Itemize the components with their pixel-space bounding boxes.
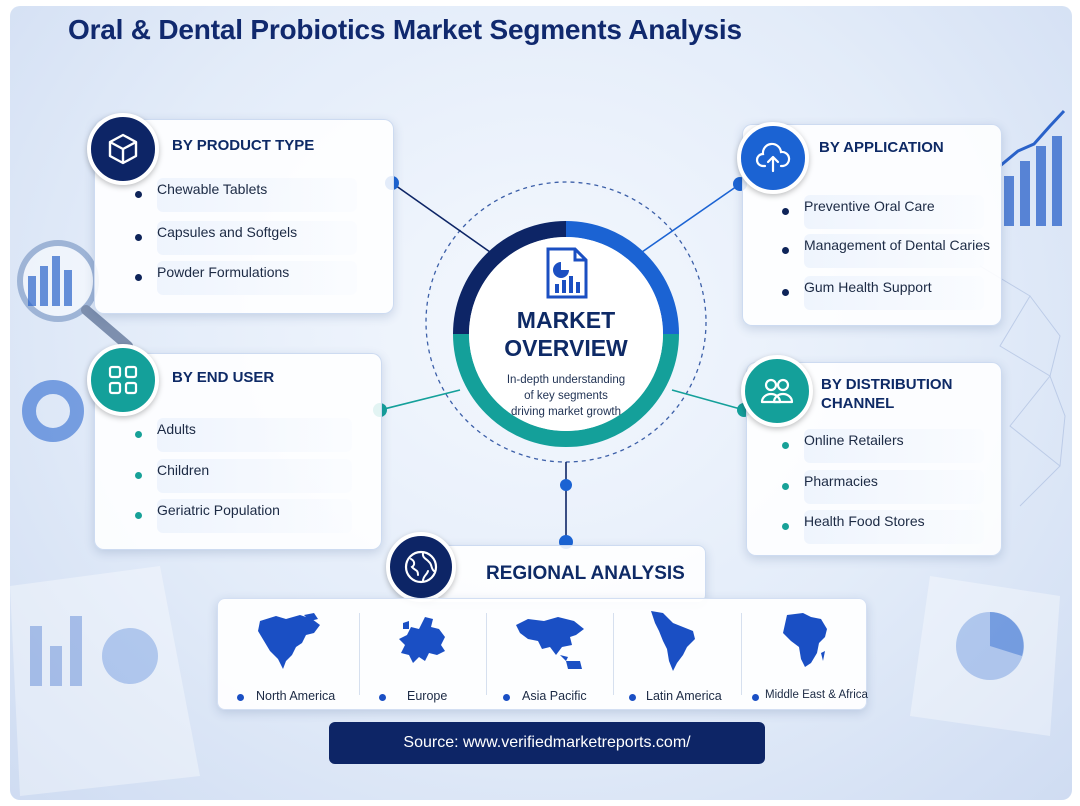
list-item: Gum Health Support: [782, 276, 984, 310]
region-bullet-dot: [503, 694, 510, 701]
distribution-title: BY DISTRIBUTION CHANNEL: [821, 375, 952, 413]
region-bullet-dot: [379, 694, 386, 701]
application-title: BY APPLICATION: [819, 139, 944, 156]
list-item-label: Chewable Tablets: [157, 181, 268, 197]
list-item-label: Management of Dental Caries: [804, 237, 990, 253]
page-title: Oral & Dental Probiotics Market Segments…: [68, 14, 742, 45]
market-overview-desc-line1: In-depth understanding: [506, 374, 626, 386]
market-overview-desc-line3: driving market growth: [511, 406, 621, 418]
regional-panel: North America Europe Asia Pacific: [217, 598, 868, 710]
region-label: Latin America: [646, 689, 722, 703]
decorative-report-icon: [10, 566, 200, 796]
latin-america-map-icon: [651, 611, 695, 671]
list-item: Online Retailers: [782, 429, 984, 463]
grid-icon: [108, 365, 138, 395]
market-overview-title-line1: MARKET: [516, 307, 616, 333]
region-bullet-dot: [629, 694, 636, 701]
region-north-america: North America: [218, 609, 359, 703]
region-asia-pacific: Asia Pacific: [486, 609, 613, 703]
list-item: Health Food Stores: [782, 510, 984, 544]
bullet-dot: [135, 191, 142, 198]
region-europe: Europe: [359, 609, 486, 703]
region-label: Europe: [407, 689, 448, 703]
list-item: Pharmacies: [782, 470, 984, 504]
source-banner: Source: www.verifiedmarketreports.com/: [329, 722, 765, 764]
region-label: Asia Pacific: [522, 689, 587, 703]
region-bullet-dot: [237, 694, 244, 701]
list-item-label: Preventive Oral Care: [804, 198, 935, 214]
region-label: North America: [256, 689, 336, 703]
list-item: Management of Dental Caries: [782, 234, 990, 268]
region-label: Middle East & Africa: [765, 689, 868, 701]
market-overview-title: MARKET OVERVIEW: [471, 306, 661, 362]
market-overview-description: In-depth understanding of key segments d…: [486, 372, 646, 420]
application-badge: [737, 122, 809, 194]
distribution-title-line1: BY DISTRIBUTION: [821, 376, 953, 393]
bullet-dot: [782, 483, 789, 490]
decorative-donut-icon: [22, 380, 84, 442]
list-item: Children: [135, 459, 352, 493]
list-item: Chewable Tablets: [135, 178, 357, 212]
cloud-upload-icon: [755, 142, 791, 173]
distribution-card: BY DISTRIBUTION CHANNEL Online Retailers…: [746, 362, 1002, 556]
bullet-dot: [135, 234, 142, 241]
region-divider: [486, 613, 487, 695]
region-middle-east-africa: Middle East & Africa: [741, 609, 868, 701]
list-item-label: Powder Formulations: [157, 264, 290, 280]
decorative-pie-report-icon: [910, 576, 1060, 736]
decorative-magnifier-icon: [17, 240, 133, 351]
decorative-bar-chart-icon: [1000, 109, 1066, 226]
bullet-dot: [782, 208, 789, 215]
list-item: Preventive Oral Care: [782, 195, 984, 229]
market-overview-title-line2: OVERVIEW: [504, 335, 628, 361]
cube-icon: [108, 133, 138, 165]
list-item: Powder Formulations: [135, 261, 357, 295]
users-icon: [760, 378, 794, 404]
product-type-badge: [87, 113, 159, 185]
region-divider: [359, 613, 360, 695]
list-item-label: Online Retailers: [804, 432, 904, 448]
bullet-dot: [135, 472, 142, 479]
list-item-label: Capsules and Softgels: [157, 224, 298, 240]
list-item-label: Geriatric Population: [157, 502, 280, 518]
bullet-dot: [782, 523, 789, 530]
distribution-badge: [741, 355, 813, 427]
list-item: Geriatric Population: [135, 499, 352, 533]
regional-badge: [386, 532, 456, 602]
bullet-dot: [782, 442, 789, 449]
bullet-dot: [135, 431, 142, 438]
end-user-title: BY END USER: [172, 369, 275, 386]
region-divider: [613, 613, 614, 695]
document-chart-icon: [546, 247, 588, 299]
decorative-network-icon: [979, 265, 1066, 507]
bullet-dot: [782, 247, 789, 254]
list-item-label: Children: [157, 462, 210, 478]
europe-map-icon: [399, 617, 445, 663]
globe-icon: [404, 550, 438, 584]
asia-pacific-map-icon: [516, 617, 584, 669]
list-item-label: Pharmacies: [804, 473, 878, 489]
region-latin-america: Latin America: [613, 609, 741, 703]
market-overview-ring: [453, 221, 679, 447]
product-type-title: BY PRODUCT TYPE: [172, 137, 315, 154]
region-divider: [741, 613, 742, 695]
bullet-dot: [782, 289, 789, 296]
list-item: Adults: [135, 418, 352, 452]
bullet-dot: [135, 274, 142, 281]
end-user-badge: [87, 344, 159, 416]
region-bullet-dot: [752, 694, 759, 701]
list-item-label: Gum Health Support: [804, 279, 932, 295]
distribution-title-line2: CHANNEL: [821, 395, 895, 412]
bullet-dot: [135, 512, 142, 519]
market-overview-desc-line2: of key segments: [524, 390, 608, 402]
north-america-map-icon: [258, 613, 320, 669]
middle-east-africa-map-icon: [783, 613, 827, 667]
regional-analysis-title: REGIONAL ANALYSIS: [486, 563, 685, 584]
list-item-label: Adults: [157, 421, 196, 437]
list-item-label: Health Food Stores: [804, 513, 925, 529]
list-item: Capsules and Softgels: [135, 221, 357, 255]
application-card: BY APPLICATION Preventive Oral Care Mana…: [742, 124, 1002, 326]
